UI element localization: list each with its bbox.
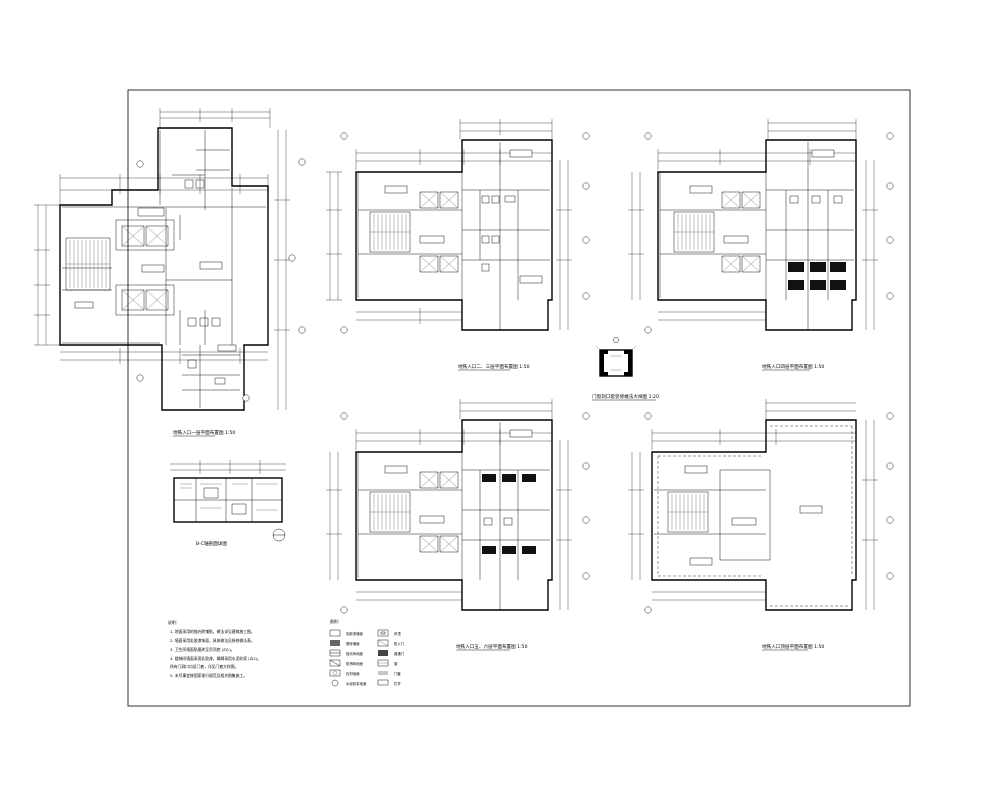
toilet-fixtures — [482, 474, 536, 554]
general-notes: 说明： 1. 地面采用的抛光砖铺贴，做法详见建筑施工图。 2. 墙面采用乳胶漆饰… — [168, 620, 261, 678]
legend-label: 门套 — [394, 671, 401, 676]
legend: 图例： 乳胶漆墙面 瓷砖墙面 抛光砖地面 防滑砖地面 石材地面 水泥砂浆地面 吊… — [329, 619, 405, 687]
room-tags — [689, 149, 835, 244]
legend-label: 防滑砖地面 — [346, 661, 364, 666]
note-line: 2. 墙面采用乳胶漆饰面，具体做法见装修做法表。 — [170, 638, 255, 643]
toilet-fixtures — [481, 195, 516, 272]
plan-section-detail: B-C轴剖面详图 — [170, 460, 286, 547]
room-tags — [384, 429, 533, 524]
detail-title: 门窗洞口套装修做法大样图 1:20 — [592, 393, 659, 400]
note-line: 3. 卫生间墙面贴瓷砖至吊顶底 (ZJ1)。 — [170, 647, 235, 652]
notes-heading: 说明： — [168, 620, 179, 625]
legend-label: 吊顶 — [394, 632, 401, 636]
plan-title: 地铁入口四层平面布置图 1:50 — [762, 363, 824, 370]
elevator-shafts — [419, 191, 459, 273]
plan-top-floor: 地铁入口顶层平面布置图 1:50 — [628, 399, 894, 651]
dimension-lines — [34, 108, 290, 410]
plan-title: 地铁入口二、三层平面布置图 1:50 — [458, 363, 530, 370]
legend-label: 水泥砂浆地面 — [346, 681, 367, 686]
plan-ground-floor: 地铁入口一层平面布置图 1:50 — [34, 108, 306, 437]
legend-label: 普通门 — [394, 651, 405, 656]
stair — [65, 237, 111, 291]
interior-walls — [62, 130, 266, 408]
plan-title: 地铁入口一层平面布置图 1:50 — [173, 429, 235, 436]
plan-title: B-C轴剖面详图 — [196, 540, 227, 547]
sheet-border — [127, 89, 911, 707]
plan-fifth-sixth-floor: 地铁入口五、六层平面布置图 1:50 — [326, 399, 590, 651]
note-line: 1. 地面采用的抛光砖铺贴，做法详见建筑施工图。 — [170, 629, 255, 634]
legend-label: 抛光砖地面 — [346, 651, 364, 656]
axis-bubbles — [644, 132, 894, 334]
legend-label: 窗 — [394, 661, 398, 666]
legend-label: 防火门 — [394, 641, 405, 646]
axis-bubbles — [644, 412, 894, 614]
legend-label: 瓷砖墙面 — [346, 641, 360, 646]
exterior-wall — [59, 127, 269, 411]
plan-title: 地铁入口顶层平面布置图 1:50 — [762, 643, 824, 650]
legend-label: 石材地面 — [346, 671, 360, 676]
note-line: 所有门洞口均设门套，详见门套大样图。 — [170, 664, 238, 669]
room-tags — [74, 207, 237, 352]
room-tags — [384, 149, 543, 284]
plan-second-third-floor: 地铁入口二、三层平面布置图 1:50 — [326, 119, 590, 371]
legend-label: 乳胶漆墙面 — [346, 631, 364, 636]
stair — [369, 491, 411, 533]
toilet-fixtures — [788, 195, 846, 290]
door-frame-detail: 门窗洞口套装修做法大样图 1:20 — [592, 337, 659, 401]
stair — [673, 211, 715, 253]
toilet-fixtures — [184, 179, 226, 385]
note-line: 4. 楼梯间墙面采用乳胶漆，踢脚采用水泥砂浆 (ZJ2)。 — [170, 656, 261, 661]
note-line: 5. 未尽事宜按国家现行规范及相关图集施工。 — [170, 673, 247, 678]
room-tags — [684, 465, 823, 566]
elevator-shafts — [115, 219, 175, 316]
legend-heading: 图例： — [330, 619, 341, 624]
elevator-shafts — [419, 471, 459, 553]
axis-bubbles — [136, 158, 306, 402]
stair — [369, 211, 411, 253]
elevator-shafts — [721, 191, 761, 273]
legend-label: 栏杆 — [394, 681, 401, 686]
axis-bubbles — [340, 132, 590, 334]
axis-bubbles — [340, 412, 590, 614]
plan-title: 地铁入口五、六层平面布置图 1:50 — [456, 643, 528, 650]
stair — [667, 491, 709, 533]
plan-fourth-floor: 地铁入口四层平面布置图 1:50 — [628, 119, 894, 371]
